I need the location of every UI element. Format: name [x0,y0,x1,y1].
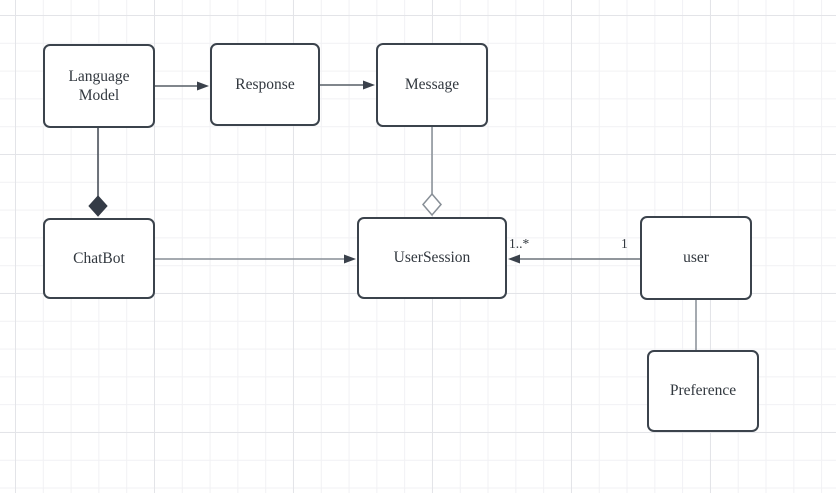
edge-response-message[interactable] [320,80,375,90]
aggregation-diamond-icon [422,192,442,217]
arrowhead-icon [344,254,356,264]
edge-chatbot-usersession[interactable] [155,254,356,264]
node-preference[interactable]: Preference [647,350,759,432]
edge-languagemodel-response[interactable] [155,81,209,91]
node-usersession-label: UserSession [393,249,471,267]
node-language-model-label: Language Model [68,67,130,104]
node-chatbot-label: ChatBot [73,249,125,267]
node-user[interactable]: user [640,216,752,300]
node-response[interactable]: Response [210,43,320,126]
multiplicity-label-user-end[interactable]: 1 [621,236,628,251]
node-user-label: user [683,249,709,267]
arrowhead-icon [197,81,209,91]
node-chatbot[interactable]: ChatBot [43,218,155,299]
node-message-label: Message [404,76,460,94]
edge-usersession-message-aggregation[interactable] [422,127,442,217]
edge-chatbot-languagemodel-composition[interactable] [88,128,108,217]
composition-diamond-icon [88,195,108,217]
node-language-model[interactable]: Language Model [43,44,155,128]
arrowhead-icon [363,80,375,90]
node-response-label: Response [235,75,295,93]
node-message[interactable]: Message [376,43,488,127]
arrowhead-icon [508,254,520,264]
edge-user-usersession[interactable] [508,254,640,264]
node-usersession[interactable]: UserSession [357,217,507,299]
multiplicity-label-usersession-end[interactable]: 1..* [509,236,530,251]
node-preference-label: Preference [669,382,737,400]
